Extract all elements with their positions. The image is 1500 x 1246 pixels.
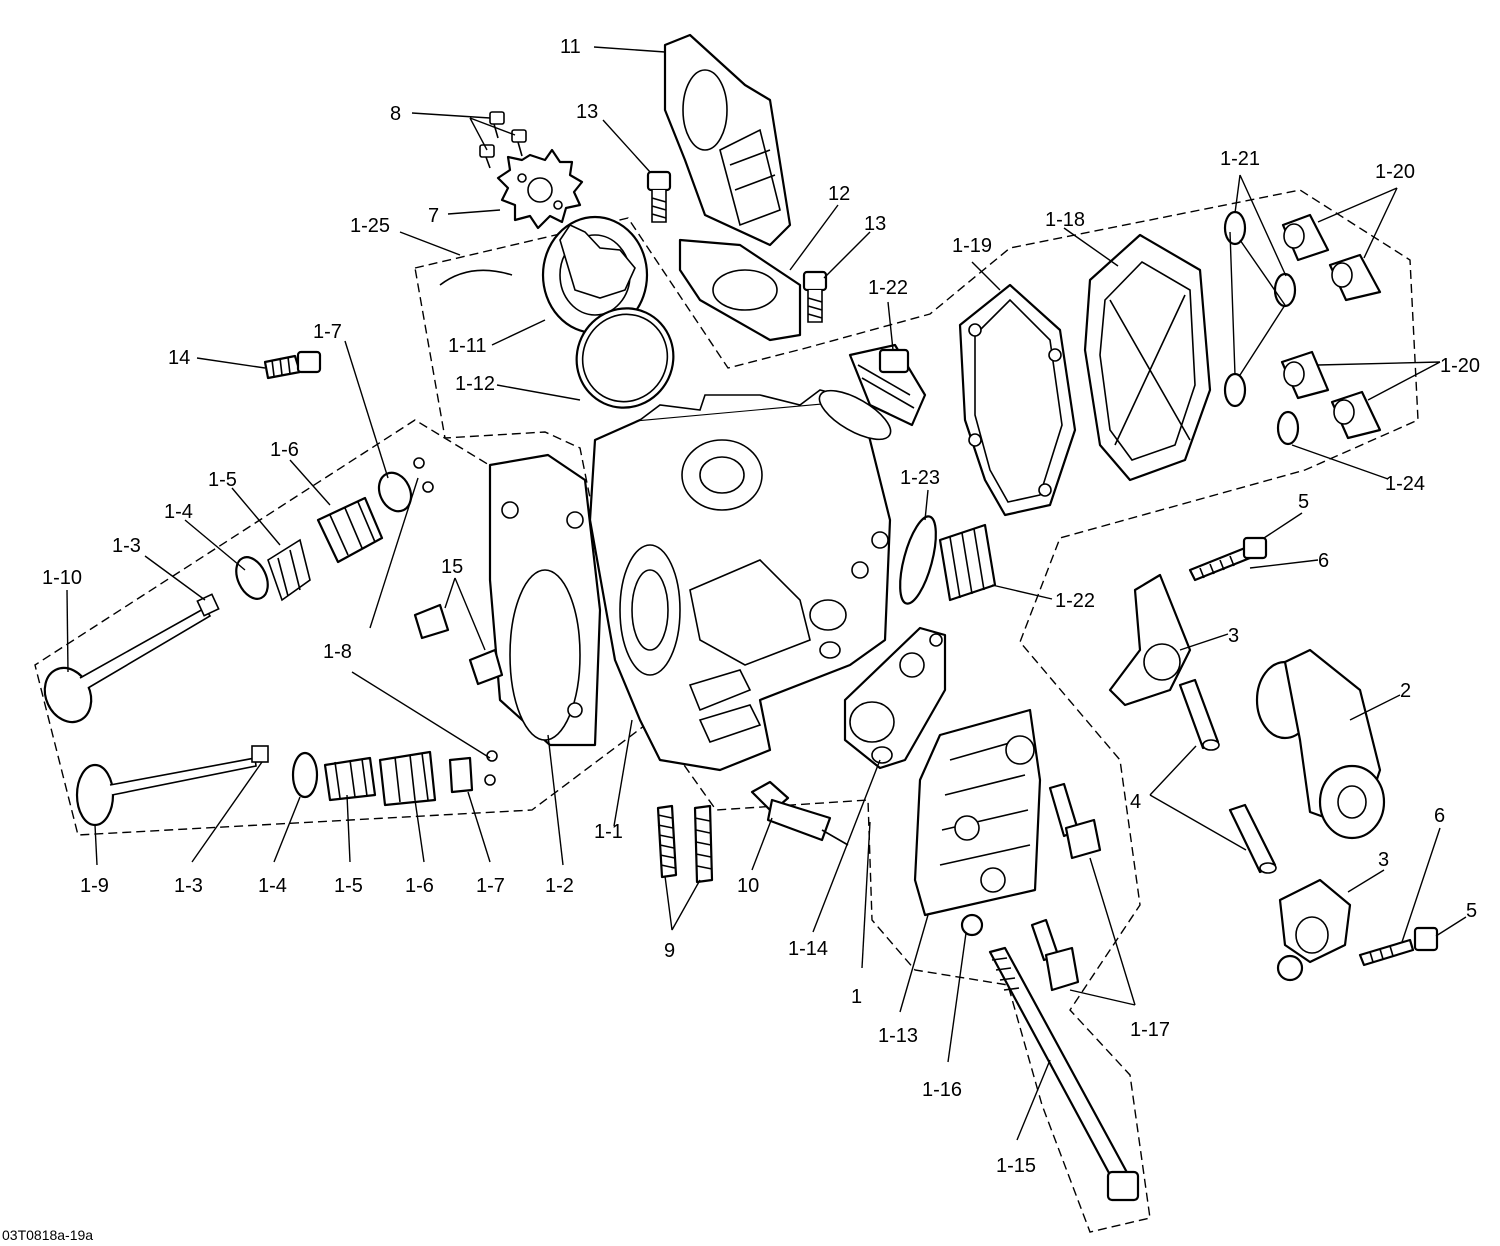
- callout-1-19: 1-19: [952, 235, 992, 257]
- upper-valve-spring-stack: [235, 457, 434, 602]
- exhaust-cover: [913, 708, 1042, 917]
- callout-1-11: 1-11: [448, 335, 487, 357]
- callout-1-12: 1-12: [455, 373, 495, 395]
- callout-1-6-lower: 1-6: [405, 875, 434, 897]
- callout-5-upper: 5: [1298, 491, 1309, 513]
- bolt-5-6-upper: [1188, 536, 1268, 582]
- callout-1-14: 1-14: [788, 938, 828, 960]
- callout-1-9: 1-9: [80, 875, 109, 897]
- callout-1-3-lower: 1-3: [174, 875, 203, 897]
- head-gasket: [488, 453, 602, 747]
- callout-1-16: 1-16: [922, 1079, 962, 1101]
- washer-1-24: [1276, 410, 1300, 446]
- intake-valve: [75, 745, 269, 827]
- callout-14: 14: [168, 347, 190, 369]
- o-ring-1-23-upper: [818, 389, 892, 441]
- callout-1-5-lower: 1-5: [334, 875, 363, 897]
- plug-1-22-upper: [848, 343, 927, 427]
- callout-1-3-upper: 1-3: [112, 535, 141, 557]
- rocker-arm-lower: [1276, 878, 1352, 982]
- callout-3-lower: 3: [1378, 849, 1389, 871]
- callout-1-5-upper: 1-5: [208, 469, 237, 491]
- callout-1-18: 1-18: [1045, 209, 1085, 231]
- callout-6-upper: 6: [1318, 550, 1329, 572]
- callout-4: 4: [1130, 791, 1141, 813]
- callout-1-7-upper: 1-7: [313, 321, 342, 343]
- callout-1-23: 1-23: [900, 467, 940, 489]
- bolt-13-lower: [802, 270, 828, 323]
- lower-valve-spring-stack: [291, 750, 498, 807]
- callout-8: 8: [390, 103, 401, 125]
- cam-sprocket: [496, 148, 584, 230]
- callout-1-25: 1-25: [350, 215, 390, 237]
- callout-1-24: 1-24: [1385, 473, 1425, 495]
- studs-1-17: [1030, 782, 1102, 992]
- exhaust-valve: [43, 593, 220, 724]
- rocker-shafts: [1178, 678, 1277, 874]
- valve-cover-gasket: [958, 283, 1077, 517]
- callout-1-8: 1-8: [323, 641, 352, 663]
- o-ring-large-inner: [581, 313, 669, 403]
- callout-1-17: 1-17: [1130, 1019, 1170, 1041]
- screw-14: [263, 350, 322, 380]
- callout-1-21: 1-21: [1220, 148, 1260, 170]
- bolt-13-upper: [646, 170, 672, 223]
- retaining-clip: [439, 269, 513, 286]
- leader-lines: [66, 46, 1467, 1141]
- callout-labels: 11 8 13 7 12 13 1-25 1-11 1-12 14 1-7 1-…: [2, 36, 1480, 1243]
- callout-13-upper: 13: [576, 101, 598, 123]
- callout-1-4-upper: 1-4: [164, 501, 193, 523]
- callout-1-13: 1-13: [878, 1025, 918, 1047]
- callout-6-lower: 6: [1434, 805, 1445, 827]
- callout-13-lower: 13: [864, 213, 886, 235]
- parts: [43, 33, 1439, 1202]
- callout-10: 10: [737, 875, 759, 897]
- callout-1-20-upper: 1-20: [1375, 161, 1415, 183]
- o-ring-small: [899, 515, 937, 605]
- callout-1-4-lower: 1-4: [258, 875, 287, 897]
- callout-2: 2: [1400, 680, 1411, 702]
- callout-3-upper: 3: [1228, 625, 1239, 647]
- callout-11: 11: [560, 36, 581, 58]
- manifold-gasket: [678, 238, 802, 342]
- intake-manifold: [663, 33, 792, 247]
- callout-9: 9: [664, 940, 675, 962]
- group-outlines: [34, 189, 1419, 1233]
- callout-1-20-lower: 1-20: [1440, 355, 1480, 377]
- nut-1-16: [960, 913, 984, 937]
- callout-1-15: 1-15: [996, 1155, 1036, 1177]
- spark-plug: [750, 780, 849, 846]
- callout-1-1: 1-1: [594, 821, 623, 843]
- cylinder-head-group-outline: [34, 189, 1419, 1233]
- dowel-pins: [413, 603, 504, 686]
- camshaft-housing: [541, 215, 649, 335]
- bolt-5-6-lower: [1358, 926, 1439, 967]
- plug-1-22-lower: [938, 523, 997, 602]
- callout-15: 15: [441, 556, 463, 578]
- callout-1-10: 1-10: [42, 567, 82, 589]
- exhaust-gasket: [843, 626, 947, 770]
- reference-code: 03T0818a-19a: [2, 1227, 93, 1243]
- valve-cover: [1083, 233, 1212, 482]
- long-bolt-1-15: [988, 946, 1140, 1202]
- cylinder-head: [588, 389, 892, 772]
- callout-7: 7: [428, 205, 439, 227]
- studs: [656, 804, 714, 884]
- callout-1-6-upper: 1-6: [270, 439, 299, 461]
- camshaft: [1255, 648, 1386, 840]
- callout-1-2: 1-2: [545, 875, 574, 897]
- callout-1: 1: [851, 986, 862, 1008]
- sprocket-bolts: [479, 111, 527, 169]
- callout-5-lower: 5: [1466, 900, 1477, 922]
- bushings-1-20: [1280, 213, 1382, 440]
- rocker-arm-upper: [1108, 573, 1192, 707]
- callout-1-22-upper: 1-22: [868, 277, 908, 299]
- callout-12: 12: [828, 183, 850, 205]
- callout-1-7-lower: 1-7: [476, 875, 505, 897]
- callout-1-22-lower: 1-22: [1055, 590, 1095, 612]
